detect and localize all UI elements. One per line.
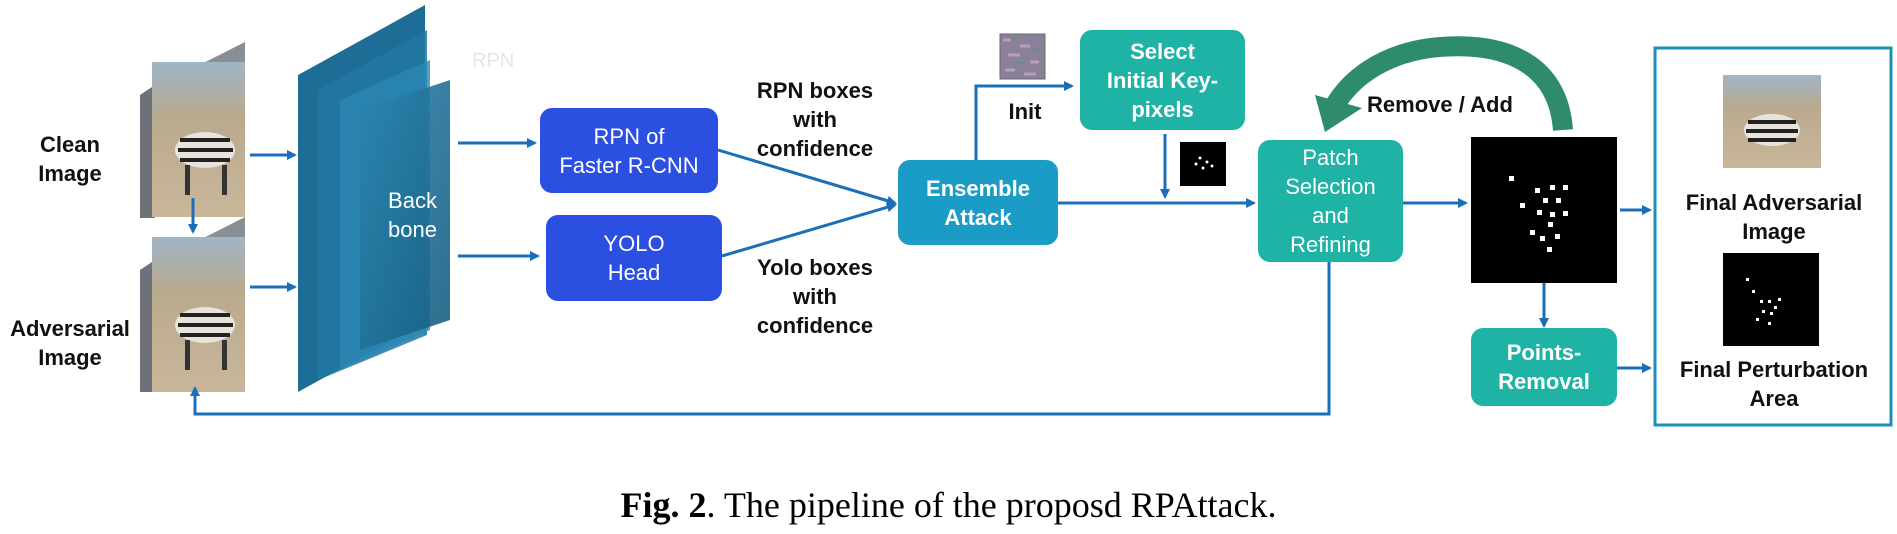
perturbation-dot (1760, 300, 1763, 303)
arrow-yolo-to-ensemble (721, 202, 897, 258)
figure-caption: Fig. 2. The pipeline of the proposd RPAt… (0, 484, 1897, 526)
caption-fig-number: Fig. 2 (620, 485, 707, 525)
perturbation-dot (1550, 212, 1555, 217)
key-pixels-thumbnail (1180, 142, 1226, 186)
perturbation-dot (1768, 322, 1771, 325)
perturbation-dot (1774, 306, 1777, 309)
perturbation-dot (1540, 236, 1545, 241)
perturbation-dot (1520, 203, 1525, 208)
remove-add-curved-arrow (1315, 36, 1573, 132)
perturbation-dot (1509, 176, 1514, 181)
perturbation-dot (1548, 222, 1553, 227)
remove-add-label: Remove / Add (1367, 92, 1513, 117)
perturbation-dot (1537, 210, 1542, 215)
perturbation-dot (1556, 198, 1561, 203)
perturbation-dot (1770, 312, 1773, 315)
perturbation-dot (1762, 310, 1765, 313)
perturbation-dot (1547, 247, 1552, 252)
output-frame (1653, 46, 1893, 427)
perturbation-dot (1535, 188, 1540, 193)
backbone-block (298, 5, 450, 392)
adversarial-image-thumbnail (140, 217, 245, 392)
perturbation-dot (1746, 278, 1749, 281)
perturbation-dot (1752, 290, 1755, 293)
perturbation-dot (1563, 211, 1568, 216)
perturbation-dot (1563, 185, 1568, 190)
perturbation-dot (1530, 230, 1535, 235)
perturbation-dot (1756, 318, 1759, 321)
caption-text: . The pipeline of the proposd RPAttack. (706, 485, 1277, 525)
final-adversarial-thumbnail (1723, 75, 1821, 168)
noise-init-thumbnail (999, 33, 1046, 80)
perturbation-mask (1471, 137, 1617, 283)
arrow-rpn-to-ensemble (717, 148, 897, 206)
perturbation-dot (1768, 300, 1771, 303)
clean-image-thumbnail (140, 42, 245, 218)
points-removal-box: Points-Removal (1471, 328, 1617, 406)
final-perturbation-thumbnail (1723, 253, 1819, 346)
init-label: Init (1008, 99, 1042, 124)
rpn-faint-label: RPN (472, 50, 515, 72)
perturbation-dot (1550, 185, 1555, 190)
arrow-feedback-loop (190, 262, 1331, 416)
perturbation-dot (1543, 198, 1548, 203)
arrow-ensemble-to-select (974, 81, 1074, 160)
perturbation-dot (1555, 234, 1560, 239)
perturbation-dot (1778, 298, 1781, 301)
